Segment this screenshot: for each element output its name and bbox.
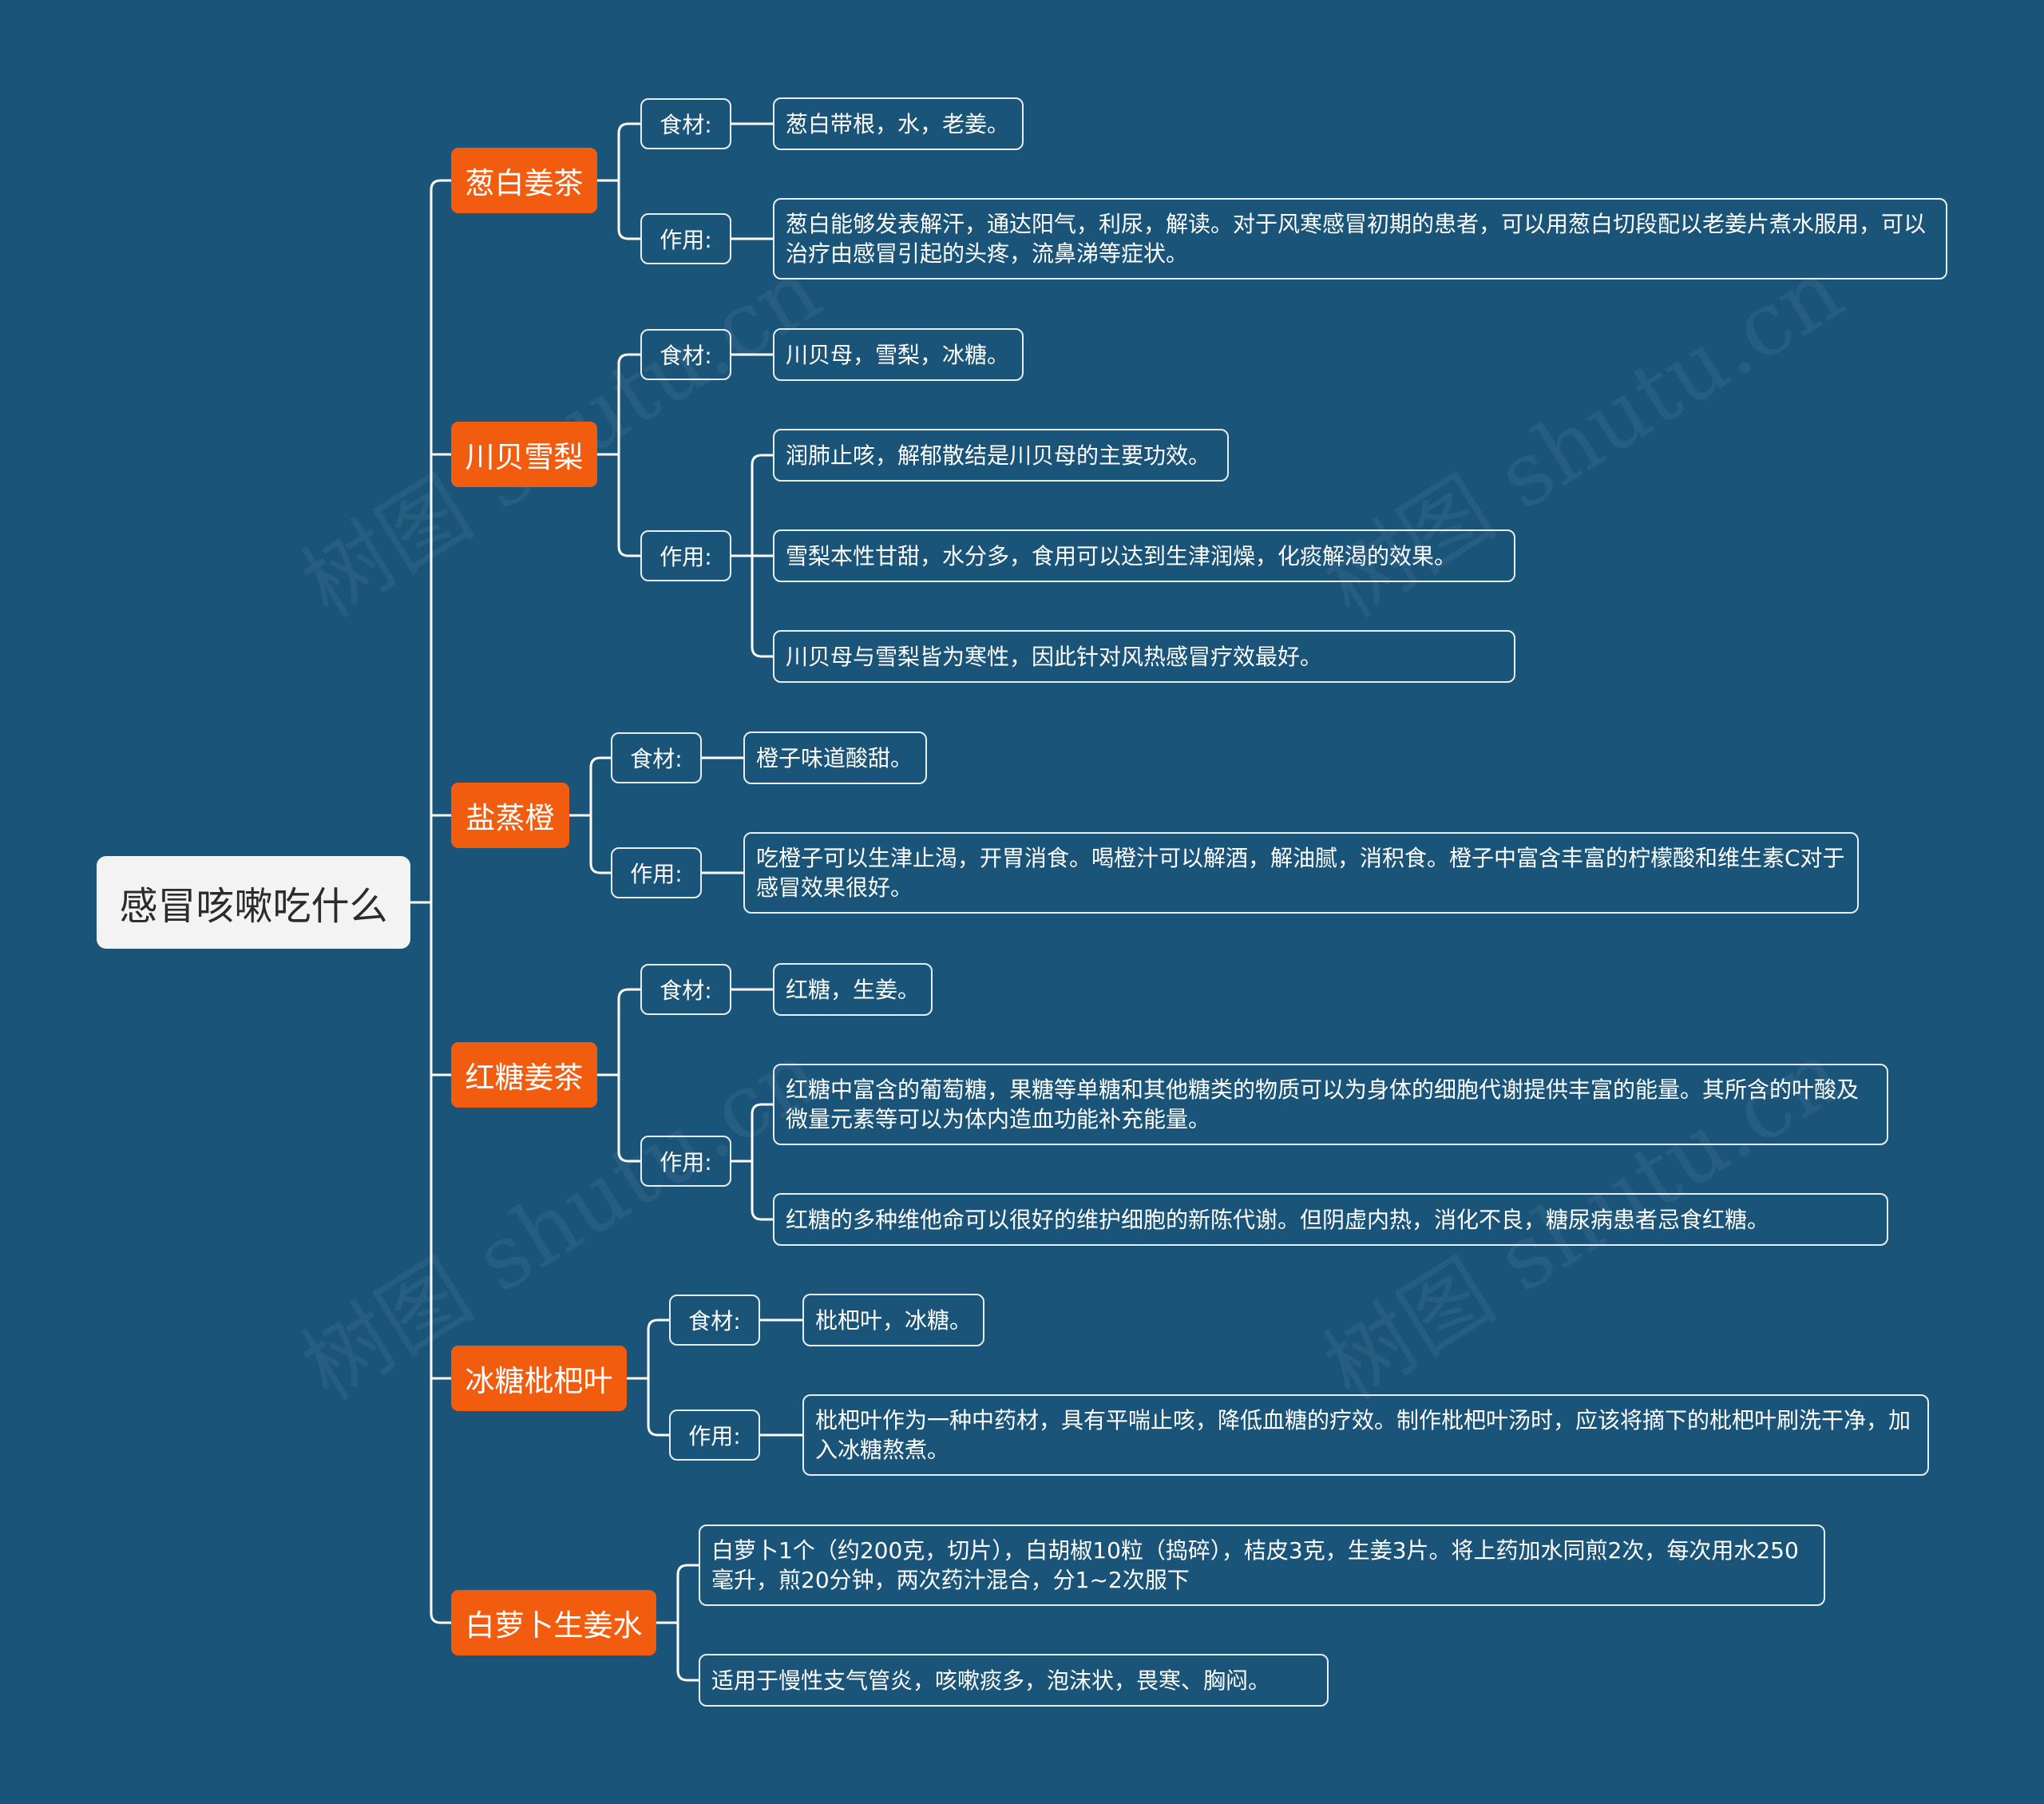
connector-label xyxy=(751,646,773,658)
topic-node[interactable]: 川贝雪梨 xyxy=(451,422,597,487)
connector-root xyxy=(430,1612,451,1624)
effect-label[interactable]: 作用: xyxy=(640,1136,731,1187)
connector-topic xyxy=(676,1670,699,1682)
effect-text[interactable]: 润肺止咳，解郁散结是川贝母的主要功效。 xyxy=(773,429,1229,482)
topic-node[interactable]: 白萝卜生姜水 xyxy=(451,1590,656,1655)
connector-topic xyxy=(647,1425,669,1437)
effect-label[interactable]: 作用: xyxy=(640,213,731,264)
ingredient-label[interactable]: 食材: xyxy=(640,329,731,380)
effect-text[interactable]: 川贝母与雪梨皆为寒性，因此针对风热感冒疗效最好。 xyxy=(773,630,1515,683)
connector-label xyxy=(751,1103,773,1115)
effect-text[interactable]: 红糖中富含的葡萄糖，果糖等单糖和其他糖类的物质可以为身体的细胞代谢提供丰富的能量… xyxy=(773,1064,1888,1145)
connector-topic xyxy=(617,1151,640,1163)
connector-topic xyxy=(617,353,640,365)
ingredient-label[interactable]: 食材: xyxy=(669,1295,760,1346)
ingredient-label[interactable]: 食材: xyxy=(640,964,731,1015)
connector-topic xyxy=(617,545,640,557)
effect-label[interactable]: 作用: xyxy=(669,1409,760,1461)
effect-text[interactable]: 雪梨本性甘甜，水分多，食用可以达到生津润燥，化痰解渴的效果。 xyxy=(773,529,1515,582)
topic-node[interactable]: 葱白姜茶 xyxy=(451,148,597,213)
connector-topic xyxy=(617,228,640,240)
effect-text[interactable]: 吃橙子可以生津止渴，开胃消食。喝橙汁可以解酒，解油腻，消积食。橙子中富含丰富的柠… xyxy=(743,832,1859,914)
connector-root xyxy=(430,179,451,191)
ingredient-text[interactable]: 葱白带根，水，老姜。 xyxy=(773,97,1024,150)
ingredient-text[interactable]: 川贝母，雪梨，冰糖。 xyxy=(773,328,1024,381)
effect-text[interactable]: 枇杷叶作为一种中药材，具有平喘止咳，降低血糖的疗效。制作枇杷叶汤时，应该将摘下的… xyxy=(802,1394,1929,1476)
root-topic[interactable]: 感冒咳嗽吃什么 xyxy=(97,856,410,949)
effect-label[interactable]: 作用: xyxy=(640,530,731,581)
detail-text[interactable]: 适用于慢性支气管炎，咳嗽痰多，泡沫状，畏寒、胸闷。 xyxy=(699,1654,1329,1707)
connector-label xyxy=(751,454,773,466)
topic-node[interactable]: 冰糖枇杷叶 xyxy=(451,1346,627,1411)
topic-node[interactable]: 盐蒸橙 xyxy=(451,783,569,848)
effect-text[interactable]: 葱白能够发表解汗，通达阳气，利尿，解读。对于风寒感冒初期的患者，可以用葱白切段配… xyxy=(773,198,1947,280)
connector-topic xyxy=(617,122,640,134)
connector-topic xyxy=(589,862,611,874)
connector-topic xyxy=(589,756,611,768)
connector-topic xyxy=(647,1318,669,1330)
connector-topic xyxy=(676,1564,699,1576)
ingredient-text[interactable]: 枇杷叶，冰糖。 xyxy=(802,1294,984,1346)
effect-text[interactable]: 红糖的多种维他命可以很好的维护细胞的新陈代谢。但阴虚内热，消化不良，糖尿病患者忌… xyxy=(773,1193,1888,1246)
detail-text[interactable]: 白萝卜1个（约200克，切片），白胡椒10粒（捣碎），桔皮3克，生姜3片。将上药… xyxy=(699,1524,1825,1606)
connector-topic xyxy=(617,988,640,1000)
ingredient-label[interactable]: 食材: xyxy=(640,98,731,149)
topic-node[interactable]: 红糖姜茶 xyxy=(451,1042,597,1108)
ingredient-label[interactable]: 食材: xyxy=(611,732,702,783)
ingredient-text[interactable]: 红糖，生姜。 xyxy=(773,963,933,1016)
ingredient-text[interactable]: 橙子味道酸甜。 xyxy=(743,732,927,784)
effect-label[interactable]: 作用: xyxy=(611,847,702,898)
connector-label xyxy=(751,1209,773,1221)
